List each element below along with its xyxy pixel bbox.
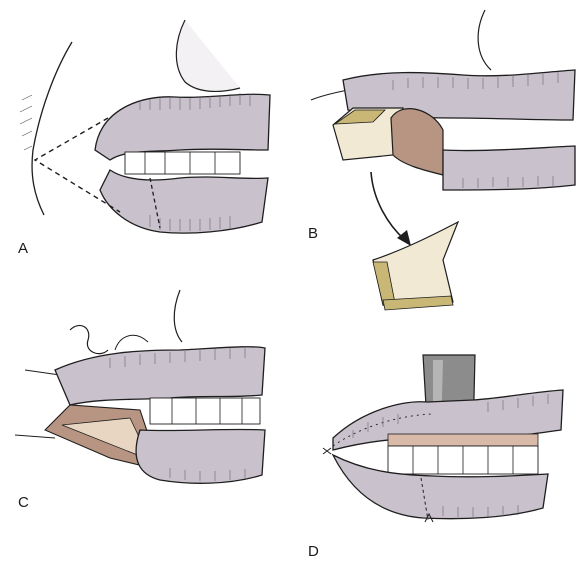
panel-b-illustration: [310, 9, 576, 311]
flap-fat-edge: [333, 109, 386, 125]
panel-label-b: B: [308, 225, 319, 242]
lip-hatching: [139, 93, 251, 231]
incision-line: [33, 117, 121, 213]
vertical-incision: [149, 177, 161, 229]
teeth-d: [387, 445, 539, 475]
upper-lip: [94, 93, 271, 161]
panel-label-d: D: [308, 543, 319, 560]
suture-loop-2: [114, 334, 149, 351]
panel-b: B: [293, 0, 586, 330]
transfer-arrow: [370, 171, 406, 241]
lower-lip-b: [442, 145, 576, 191]
nose-b: [477, 9, 492, 71]
lower-lip: [99, 169, 269, 234]
nose: [175, 19, 241, 92]
excised-fat-bottom: [382, 295, 454, 311]
suture-thread: [310, 89, 349, 101]
suture-line-vertical: [420, 477, 429, 521]
nose-c: [173, 289, 183, 343]
panel-d: D: [293, 330, 586, 561]
teeth-a: [124, 151, 241, 175]
panel-c: C: [0, 280, 293, 561]
orbicularis-muscle: [390, 108, 444, 176]
lip-hatching-b: [392, 72, 559, 188]
face-contour: [31, 41, 73, 216]
arrow-head-icon: [397, 230, 411, 246]
cheek-hatching: [19, 94, 33, 151]
panel-a: A: [0, 0, 293, 270]
lower-lip-c: [135, 428, 266, 484]
panel-d-illustration: [322, 354, 564, 523]
suture-tail: [24, 369, 61, 376]
panel-a-illustration: [19, 19, 271, 234]
panel-label-a: A: [18, 240, 29, 257]
suture-mark-left: [322, 447, 332, 455]
suture-tail-lower: [14, 434, 56, 439]
gum: [387, 433, 539, 447]
suture-mark-bottom: [424, 512, 434, 523]
lower-lip-d: [331, 453, 549, 520]
upper-lip-c: [54, 346, 266, 406]
panel-c-illustration: [14, 289, 266, 484]
suture-loop-1: [69, 325, 109, 355]
panel-label-c: C: [18, 494, 29, 511]
lip-hatching-c: [109, 347, 246, 481]
teeth-c: [149, 397, 261, 425]
lip-hatching-d: [352, 394, 549, 517]
